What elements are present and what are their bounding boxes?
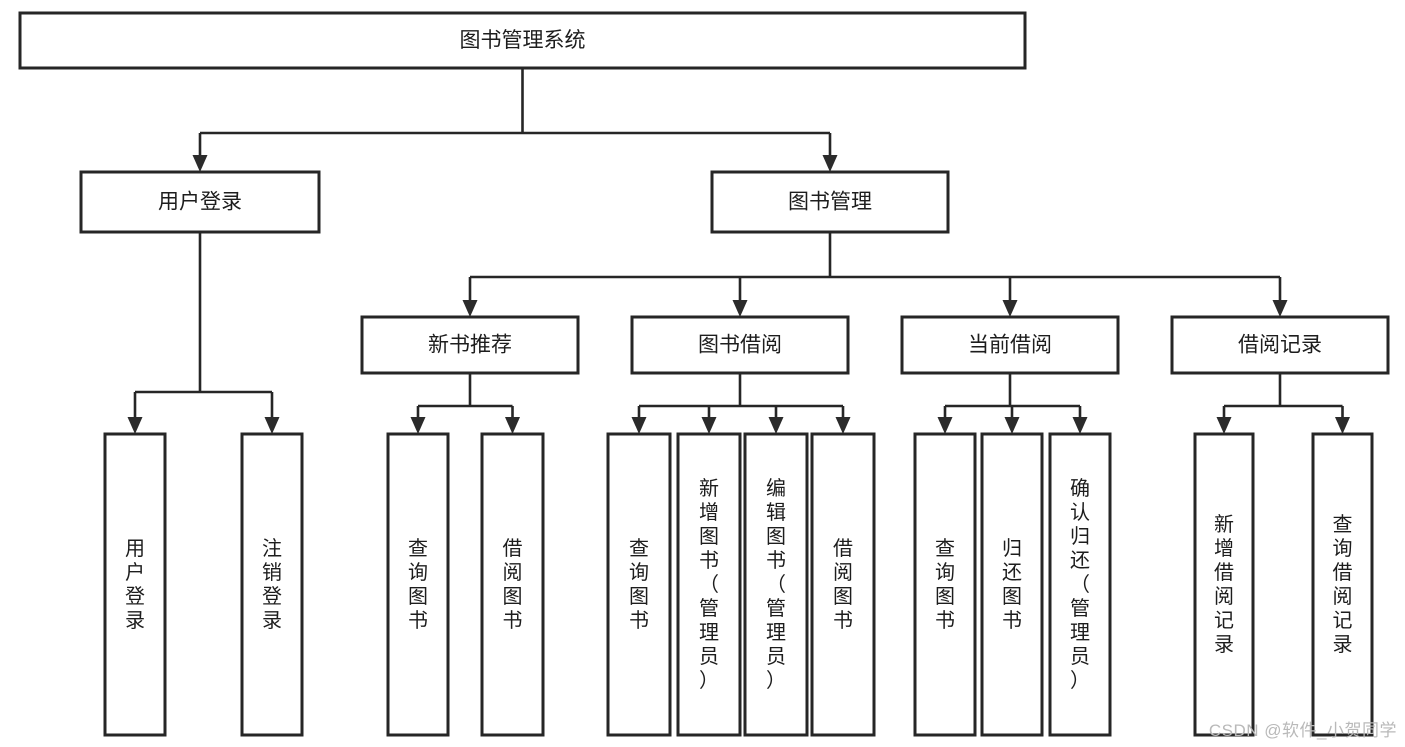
conn-current-borrow-arrow-2 [1072, 417, 1088, 434]
node-box-leaf-query-book-borrow [606, 432, 672, 737]
node-leaf-query-book-current[interactable]: 查询图书 [913, 432, 977, 737]
node-label-leaf-query-book-borrow: 查询图书 [629, 537, 649, 632]
conn-current-borrow-arrow-0 [937, 417, 953, 434]
node-label-leaf-add-book-admin: 新增图书（管理员） [699, 477, 719, 692]
node-book-manage[interactable]: 图书管理 [710, 170, 950, 234]
node-label-new-book-recommend: 新书推荐 [428, 334, 512, 357]
conn-borrow-record-arrow-0 [1216, 417, 1232, 434]
node-leaf-confirm-return-admin[interactable]: 确认归还（管理员） [1048, 432, 1112, 737]
node-leaf-query-book-borrow[interactable]: 查询图书 [606, 432, 672, 737]
node-box-leaf-query-book-new [386, 432, 450, 737]
conn-new-book-recommend-arrow-0 [410, 417, 426, 434]
node-root[interactable]: 图书管理系统 [18, 11, 1027, 70]
conn-user-login-arrow-1 [264, 417, 280, 434]
node-leaf-borrow-book-new[interactable]: 借阅图书 [480, 432, 545, 737]
node-box-leaf-return-book [980, 432, 1044, 737]
node-box-leaf-confirm-return-admin [1048, 432, 1112, 737]
node-label-leaf-query-borrow-record: 查询借阅记录 [1333, 513, 1353, 656]
node-box-leaf-add-borrow-record [1193, 432, 1255, 737]
node-leaf-query-book-new[interactable]: 查询图书 [386, 432, 450, 737]
node-box-leaf-add-book-admin [676, 432, 742, 737]
node-box-book-manage [710, 170, 950, 234]
node-leaf-query-borrow-record[interactable]: 查询借阅记录 [1311, 432, 1374, 737]
node-box-leaf-user-login [103, 432, 167, 737]
node-box-new-book-recommend [360, 315, 580, 375]
node-current-borrow[interactable]: 当前借阅 [900, 315, 1120, 375]
node-book-borrow[interactable]: 图书借阅 [630, 315, 850, 375]
node-label-leaf-borrow-book-new: 借阅图书 [503, 537, 523, 632]
node-box-current-borrow [900, 315, 1120, 375]
conn-current-borrow-arrow-1 [1004, 417, 1020, 434]
node-new-book-recommend[interactable]: 新书推荐 [360, 315, 580, 375]
node-box-book-borrow [630, 315, 850, 375]
conn-book-manage-arrow-2 [1002, 300, 1018, 317]
node-box-leaf-query-book-current [913, 432, 977, 737]
conn-book-manage-arrow-0 [462, 300, 478, 317]
node-box-leaf-user-logout [240, 432, 304, 737]
conn-borrow-record-arrow-1 [1335, 417, 1350, 434]
conn-root-arrow-0 [192, 155, 208, 172]
node-leaf-edit-book-admin[interactable]: 编辑图书（管理员） [743, 432, 809, 737]
csdn-watermark: CSDN @软件_小贺同学 [1208, 721, 1397, 740]
node-label-root: 图书管理系统 [460, 29, 586, 52]
node-borrow-record[interactable]: 借阅记录 [1170, 315, 1390, 375]
node-label-leaf-user-login: 用户登录 [125, 538, 145, 632]
node-label-leaf-query-book-current: 查询图书 [935, 537, 955, 632]
node-box-leaf-borrow-book-new [480, 432, 545, 737]
conn-new-book-recommend-arrow-1 [505, 417, 520, 434]
node-layer: 图书管理系统用户登录图书管理新书推荐图书借阅当前借阅借阅记录用户登录注销登录查询… [18, 11, 1390, 737]
conn-user-login-arrow-0 [127, 417, 143, 434]
node-label-user-login: 用户登录 [158, 191, 242, 214]
node-box-user-login [79, 170, 321, 234]
node-label-current-borrow: 当前借阅 [968, 334, 1052, 357]
node-leaf-add-borrow-record[interactable]: 新增借阅记录 [1193, 432, 1255, 737]
conn-book-borrow-arrow-3 [835, 417, 851, 434]
node-label-book-manage: 图书管理 [788, 191, 872, 214]
conn-book-borrow-arrow-1 [701, 417, 717, 434]
conn-book-manage-arrow-1 [732, 300, 748, 317]
node-leaf-user-logout[interactable]: 注销登录 [240, 432, 304, 737]
node-label-leaf-confirm-return-admin: 确认归还（管理员） [1070, 477, 1090, 692]
node-label-book-borrow: 图书借阅 [698, 334, 782, 357]
connector-layer [127, 68, 1350, 434]
conn-root-arrow-1 [822, 155, 838, 172]
node-label-leaf-user-logout: 注销登录 [262, 537, 282, 632]
node-box-root [18, 11, 1027, 70]
node-label-leaf-return-book: 归还图书 [1002, 537, 1022, 632]
node-box-leaf-query-borrow-record [1311, 432, 1374, 737]
node-leaf-return-book[interactable]: 归还图书 [980, 432, 1044, 737]
conn-book-borrow-arrow-2 [768, 417, 784, 434]
node-leaf-user-login[interactable]: 用户登录 [103, 432, 167, 737]
node-box-borrow-record [1170, 315, 1390, 375]
node-box-leaf-borrow-book-borrow [810, 432, 876, 737]
conn-book-borrow-arrow-0 [631, 417, 647, 434]
node-label-leaf-borrow-book-borrow: 借阅图书 [833, 537, 853, 632]
node-box-leaf-edit-book-admin [743, 432, 809, 737]
conn-book-manage-arrow-3 [1272, 300, 1288, 317]
node-label-leaf-add-borrow-record: 新增借阅记录 [1214, 513, 1234, 656]
node-label-borrow-record: 借阅记录 [1238, 334, 1322, 357]
node-user-login[interactable]: 用户登录 [79, 170, 321, 234]
node-label-leaf-query-book-new: 查询图书 [408, 537, 428, 632]
node-label-leaf-edit-book-admin: 编辑图书（管理员） [766, 477, 786, 692]
node-leaf-borrow-book-borrow[interactable]: 借阅图书 [810, 432, 876, 737]
node-leaf-add-book-admin[interactable]: 新增图书（管理员） [676, 432, 742, 737]
